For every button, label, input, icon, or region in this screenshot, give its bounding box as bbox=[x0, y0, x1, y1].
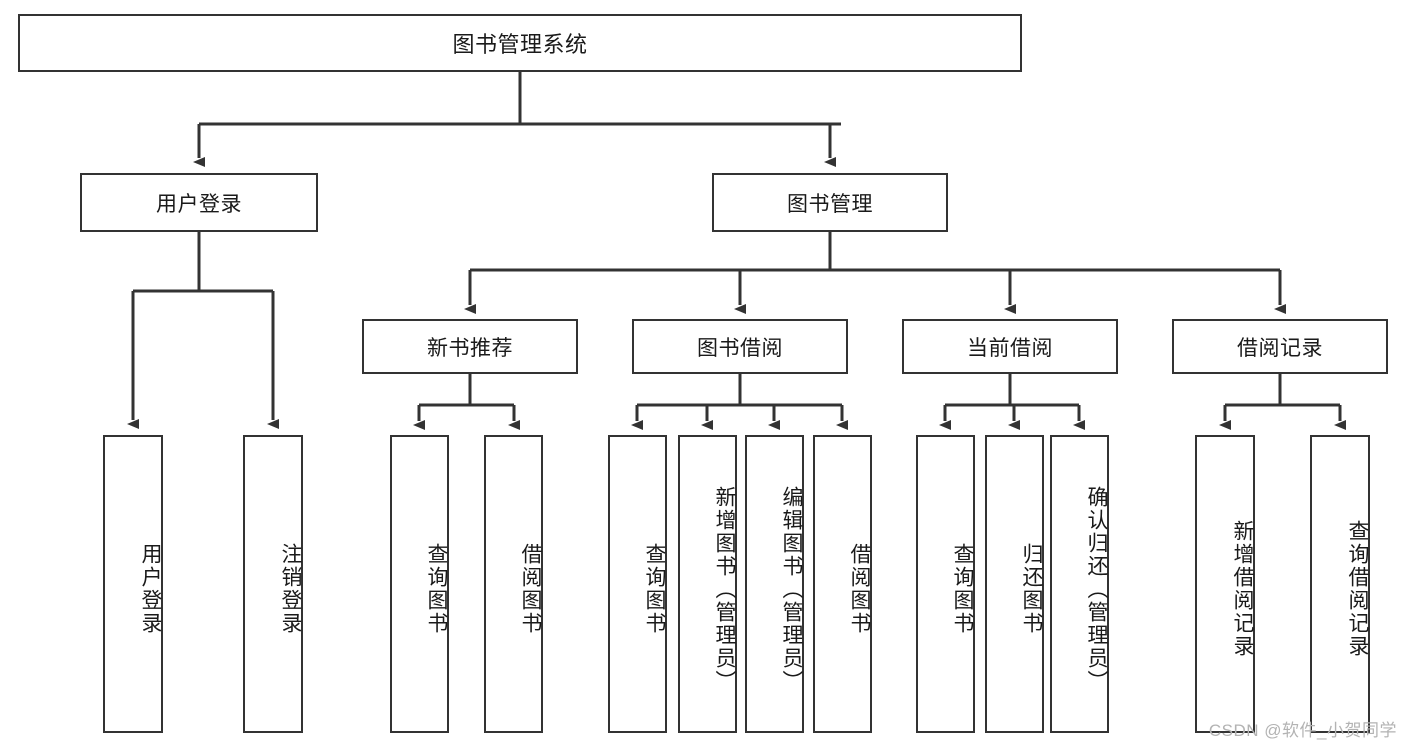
watermark: CSDN @软件_小贺同学 bbox=[1208, 721, 1397, 740]
node-leaf-confirm-return-label: 确认归还（管理员） bbox=[1085, 485, 1108, 693]
node-leaf-query-book-a[interactable]: 查询图书 bbox=[390, 435, 449, 733]
node-new-book-recommend[interactable]: 新书推荐 bbox=[362, 319, 578, 374]
node-root[interactable]: 图书管理系统 bbox=[18, 14, 1022, 72]
node-leaf-add-book-label: 新增图书（管理员） bbox=[713, 485, 736, 693]
node-leaf-borrow-book-b-label: 借阅图书 bbox=[848, 543, 871, 635]
node-leaf-confirm-return[interactable]: 确认归还（管理员） bbox=[1050, 435, 1109, 733]
node-leaf-query-book-c-label: 查询图书 bbox=[951, 543, 974, 635]
node-leaf-query-borrow-record-label: 查询借阅记录 bbox=[1346, 520, 1369, 658]
node-leaf-logout-label: 注销登录 bbox=[279, 543, 302, 635]
node-leaf-add-borrow-record-label: 新增借阅记录 bbox=[1231, 520, 1254, 658]
node-leaf-user-login[interactable]: 用户登录 bbox=[103, 435, 163, 733]
node-current-borrow[interactable]: 当前借阅 bbox=[902, 319, 1118, 374]
node-leaf-borrow-book-a[interactable]: 借阅图书 bbox=[484, 435, 543, 733]
edge-group-root bbox=[193, 72, 841, 167]
node-leaf-query-book-b[interactable]: 查询图书 bbox=[608, 435, 667, 733]
node-book-management[interactable]: 图书管理 bbox=[712, 173, 948, 232]
node-leaf-return-book-label: 归还图书 bbox=[1020, 543, 1043, 635]
node-leaf-query-book-b-label: 查询图书 bbox=[643, 543, 666, 635]
node-root-label: 图书管理系统 bbox=[452, 32, 588, 57]
node-leaf-edit-book-label: 编辑图书（管理员） bbox=[780, 485, 803, 693]
node-book-borrow-label: 图书借阅 bbox=[697, 336, 783, 360]
edge-group-current-borrow bbox=[939, 374, 1085, 430]
node-borrow-record-label: 借阅记录 bbox=[1237, 336, 1323, 360]
node-user-login[interactable]: 用户登录 bbox=[80, 173, 318, 232]
node-user-login-label: 用户登录 bbox=[156, 192, 242, 216]
node-leaf-borrow-book-a-label: 借阅图书 bbox=[519, 543, 542, 635]
edge-group-book-management bbox=[464, 232, 1286, 314]
node-current-borrow-label: 当前借阅 bbox=[967, 336, 1053, 360]
node-leaf-edit-book[interactable]: 编辑图书（管理员） bbox=[745, 435, 804, 733]
node-leaf-add-borrow-record[interactable]: 新增借阅记录 bbox=[1195, 435, 1255, 733]
node-leaf-logout[interactable]: 注销登录 bbox=[243, 435, 303, 733]
edge-group-book-borrow bbox=[631, 374, 848, 430]
edge-group-user-login bbox=[127, 232, 279, 429]
node-borrow-record[interactable]: 借阅记录 bbox=[1172, 319, 1388, 374]
node-leaf-query-borrow-record[interactable]: 查询借阅记录 bbox=[1310, 435, 1370, 733]
node-new-book-recommend-label: 新书推荐 bbox=[427, 336, 513, 360]
node-leaf-query-book-c[interactable]: 查询图书 bbox=[916, 435, 975, 733]
node-leaf-borrow-book-b[interactable]: 借阅图书 bbox=[813, 435, 872, 733]
node-leaf-user-login-label: 用户登录 bbox=[139, 543, 162, 635]
node-leaf-add-book[interactable]: 新增图书（管理员） bbox=[678, 435, 737, 733]
edge-group-borrow-record bbox=[1219, 374, 1346, 430]
edge-group-new-book-recommend bbox=[413, 374, 520, 430]
node-book-borrow[interactable]: 图书借阅 bbox=[632, 319, 848, 374]
node-book-management-label: 图书管理 bbox=[787, 192, 873, 216]
node-leaf-query-book-a-label: 查询图书 bbox=[425, 543, 448, 635]
node-leaf-return-book[interactable]: 归还图书 bbox=[985, 435, 1044, 733]
